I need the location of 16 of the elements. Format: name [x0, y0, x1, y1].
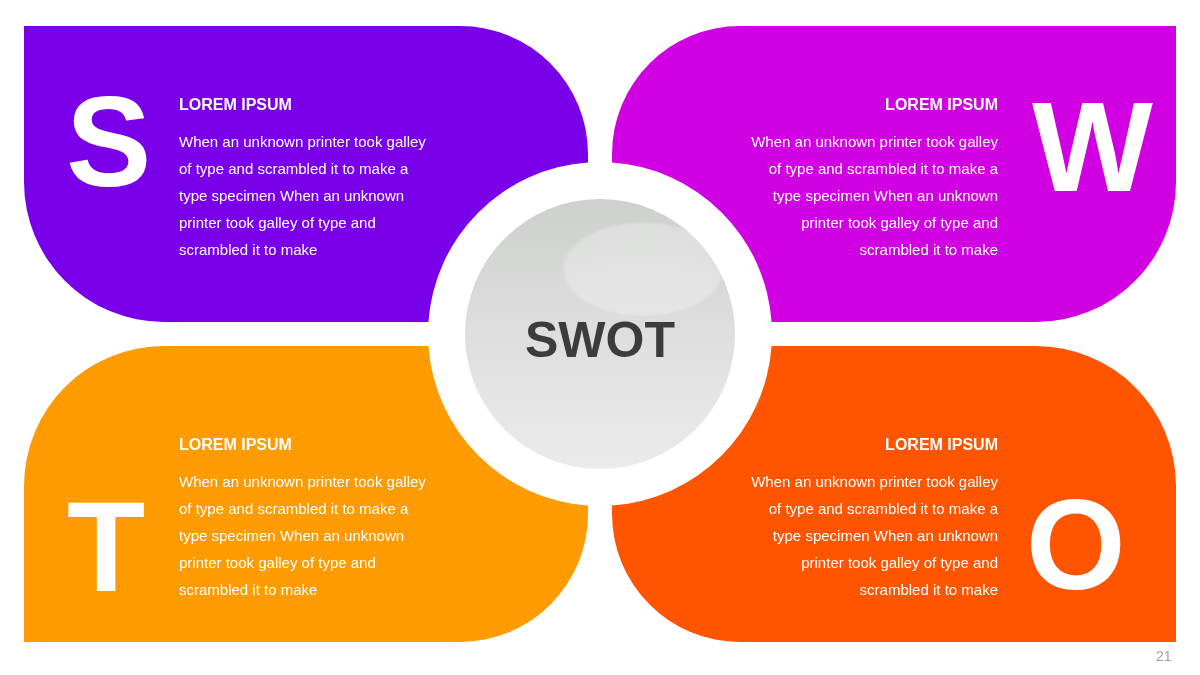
quadrant-panel [612, 26, 1176, 322]
quadrant-heading: LOREM IPSUM [179, 435, 292, 455]
quadrant-letter: O [1026, 494, 1126, 597]
center-label: SWOT [525, 315, 675, 365]
quadrant-text: When an unknown printer took galley of type and scrambled it to make a type specimen When an unknown printer took galley of type and scrambled it to make [179, 132, 427, 260]
quadrant-heading: LOREM IPSUM [885, 435, 998, 455]
quadrant-letter: S [66, 91, 152, 194]
page-number: 21 [1156, 648, 1172, 664]
quadrant-letter: W [1032, 96, 1153, 199]
quadrant-letter: T [67, 496, 146, 599]
quadrant-heading: LOREM IPSUM [885, 95, 998, 115]
quadrant-text: When an unknown printer took galley of type and scrambled it to make a type specimen When an unknown printer took galley of type and scrambled it to make [179, 472, 427, 600]
quadrant-text: When an unknown printer took galley of type and scrambled it to make a type specimen When an unknown printer took galley of type and scrambled it to make [750, 472, 998, 600]
quadrant-heading: LOREM IPSUM [179, 95, 292, 115]
quadrant-text: When an unknown printer took galley of type and scrambled it to make a type specimen When an unknown printer took galley of type and scrambled it to make [750, 132, 998, 260]
quadrant-panel [24, 26, 588, 322]
